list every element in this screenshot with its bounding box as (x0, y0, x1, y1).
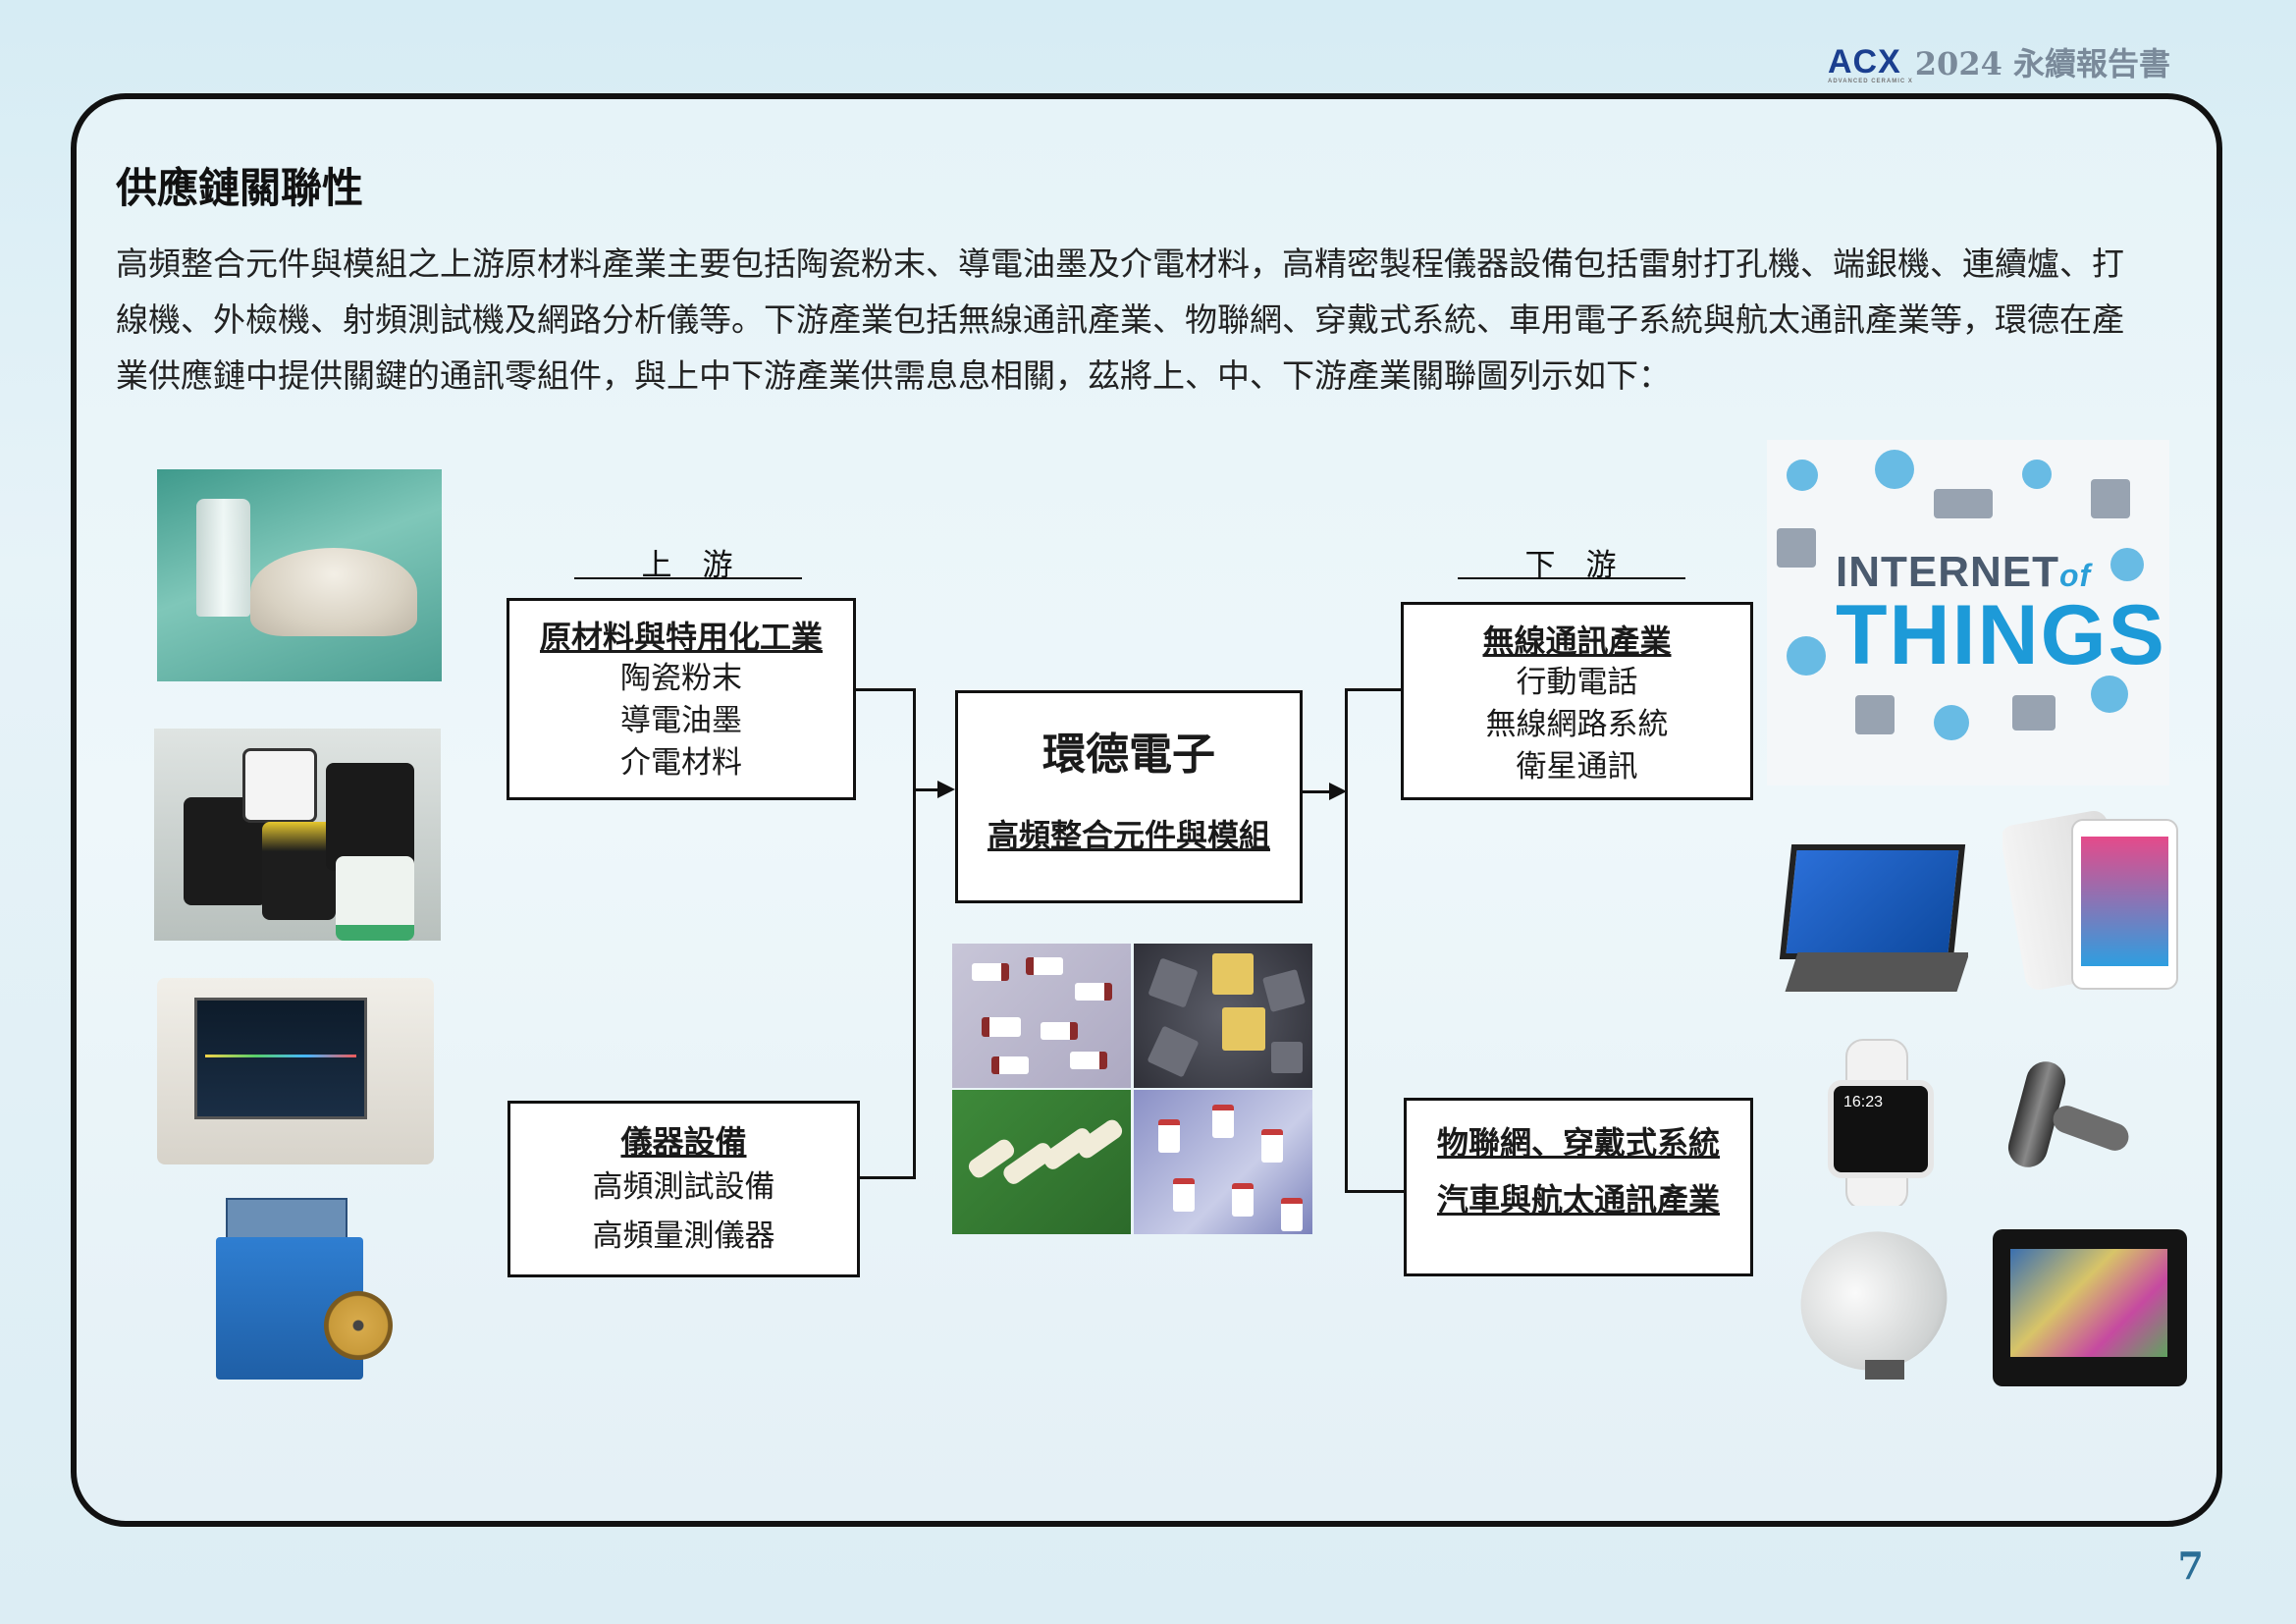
equipment-item: 高頻測試設備 (592, 1169, 775, 1205)
report-title: 2024 永續報告書 (1914, 45, 2170, 82)
tablet-laptop-photo (1772, 825, 1968, 1011)
wireless-item: 無線網路系統 (1485, 707, 1669, 742)
connector-line (913, 688, 916, 1179)
equipment-title: 儀器設備 (620, 1123, 747, 1161)
downstream-underline (1458, 577, 1685, 579)
materials-item: 介電材料 (620, 745, 742, 781)
materials-title: 原材料與特用化工業 (539, 619, 823, 656)
connector-line (1345, 1190, 1404, 1193)
tablet-photo (2002, 807, 2189, 994)
paragraph-line: 高頻整合元件與模組之上游原材料產業主要包括陶瓷粉末、導電油墨及介電材料，高精密製… (116, 244, 2124, 283)
center-subtitle: 高頻整合元件與模組 (987, 817, 1270, 854)
iot-line: 物聯網、穿戴式系統 (1436, 1124, 1720, 1162)
iot-illustration: INTERNETof THINGS (1767, 440, 2169, 785)
connector-line (913, 788, 937, 791)
report-header: ACX ADVANCED CERAMIC X 2024 永續報告書 (1828, 39, 2170, 84)
page-number: 7 (2177, 1543, 2204, 1588)
satellite-dish-photo (1796, 1222, 1963, 1384)
intro-paragraph: 高頻整合元件與模組之上游原材料產業主要包括陶瓷粉末、導電油墨及介電材料，高精密製… (116, 236, 2158, 404)
smd-component-photo (1134, 1090, 1312, 1234)
chip-component-photo (952, 944, 1131, 1088)
upstream-underline (574, 577, 802, 579)
connector-line (856, 688, 915, 691)
paragraph-line: 業供應鏈中提供關鍵的通訊零組件，與上中下游產業供需息息相關，茲將上、中、下游產業… (116, 356, 1671, 395)
conductive-ink-photo (154, 729, 441, 941)
center-box: 環德電子 高頻整合元件與模組 (955, 690, 1303, 903)
iot-automotive-box: 物聯網、穿戴式系統 汽車與航太通訊產業 (1404, 1098, 1753, 1276)
equipment-box: 儀器設備 高頻測試設備 高頻量測儀器 (507, 1101, 860, 1277)
smartwatch-photo (1806, 1039, 1944, 1206)
materials-item: 導電油墨 (620, 703, 742, 738)
automotive-line: 汽車與航太通訊產業 (1436, 1181, 1720, 1218)
car-gps-photo (1993, 1229, 2189, 1391)
section-title: 供應鏈關聯性 (116, 164, 364, 212)
connector-line (1345, 688, 1401, 691)
ceramic-filter-photo (952, 1090, 1131, 1234)
connector-line (860, 1176, 915, 1179)
paragraph-line: 線機、外檢機、射頻測試機及網路分析儀等。下游產業包括無線通訊產業、物聯網、穿戴式… (116, 300, 2124, 339)
connector-line (1345, 688, 1348, 1193)
wireless-item: 衛星通訊 (1516, 749, 1638, 785)
module-component-photo (1134, 944, 1312, 1088)
acx-logo: ACX ADVANCED CERAMIC X (1827, 42, 1913, 84)
equipment-item: 高頻量測儀器 (592, 1218, 775, 1254)
network-analyzer-photo (157, 978, 434, 1164)
wireless-item: 行動電話 (1516, 665, 1638, 700)
ceramic-powder-photo (157, 469, 442, 681)
wireless-title: 無線通訊產業 (1482, 623, 1672, 660)
center-title: 環德電子 (1042, 730, 1215, 780)
wireless-box: 無線通訊產業 行動電話 無線網路系統 衛星通訊 (1401, 602, 1753, 800)
bluetooth-earpiece-photo (1998, 1041, 2145, 1203)
connector-line (1303, 790, 1330, 793)
arrow-to-downstream (1329, 783, 1347, 800)
materials-item: 陶瓷粉末 (620, 661, 742, 696)
test-machine-photo (206, 1198, 402, 1384)
materials-box: 原材料與特用化工業 陶瓷粉末 導電油墨 介電材料 (507, 598, 856, 800)
arrow-to-center (937, 781, 955, 798)
